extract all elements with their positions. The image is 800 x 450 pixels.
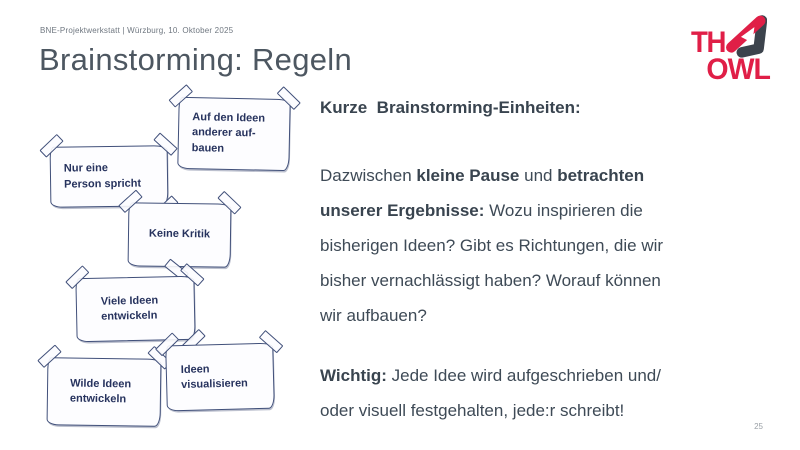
body-text-bold: unserer Ergebnisse: bbox=[320, 201, 485, 220]
body-text-normal: und bbox=[519, 166, 558, 185]
sticky-note-text: Keine Kritik bbox=[148, 227, 211, 241]
tape-icon bbox=[217, 190, 242, 215]
tape-icon bbox=[37, 344, 62, 369]
logo-text-owl: OWL bbox=[706, 53, 771, 86]
body-paragraph: Wichtig: Jede Idee wird aufgeschrieben u… bbox=[320, 358, 800, 428]
body-text-normal: bisher vernachlässigt haben? Worauf könn… bbox=[320, 271, 661, 290]
tape-icon bbox=[168, 84, 194, 108]
tape-icon bbox=[39, 133, 64, 158]
body-text-normal: oder visuell festgehalten, jede:r schrei… bbox=[320, 401, 625, 420]
tape-icon bbox=[153, 132, 178, 156]
body-text-normal: wir aufbauen? bbox=[320, 306, 427, 325]
header-meta: BNE-Projektwerkstatt | Würzburg, 10. Okt… bbox=[40, 26, 234, 35]
body-text-bold: kleine Pause bbox=[416, 166, 520, 185]
page-number: 25 bbox=[754, 422, 763, 431]
body-text-bold: Wichtig: bbox=[320, 366, 387, 385]
page-title: Brainstorming: Regeln bbox=[39, 42, 352, 77]
body-text-bold: betrachten bbox=[557, 166, 645, 185]
tape-icon bbox=[276, 86, 301, 111]
tape-icon bbox=[258, 329, 284, 354]
tape-icon bbox=[65, 265, 90, 290]
body-text-normal: bisherigen Ideen? Gibt es Richtungen, di… bbox=[320, 236, 664, 255]
logo-text-th: TH bbox=[691, 26, 726, 59]
body-text-bold: Kurze Brainstorming-Einheiten: bbox=[320, 98, 581, 117]
body-paragraph: Dazwischen kleine Pause und betrachten un… bbox=[320, 158, 800, 333]
body-text-normal: Wozu inspirieren die bbox=[484, 201, 643, 220]
th-owl-logo-mark bbox=[726, 15, 767, 58]
body-text-normal: Jede Idee wird aufgeschrieben und/ bbox=[386, 366, 661, 385]
th-owl-logo: TH OWL bbox=[687, 13, 771, 89]
body-text-normal: Dazwischen bbox=[320, 166, 417, 185]
body-text: Kurze Brainstorming-Einheiten: Dazwischen… bbox=[320, 90, 800, 428]
sticky-note-keine-kritik: Keine Kritik bbox=[118, 189, 242, 282]
body-paragraph: Kurze Brainstorming-Einheiten: bbox=[320, 90, 800, 125]
